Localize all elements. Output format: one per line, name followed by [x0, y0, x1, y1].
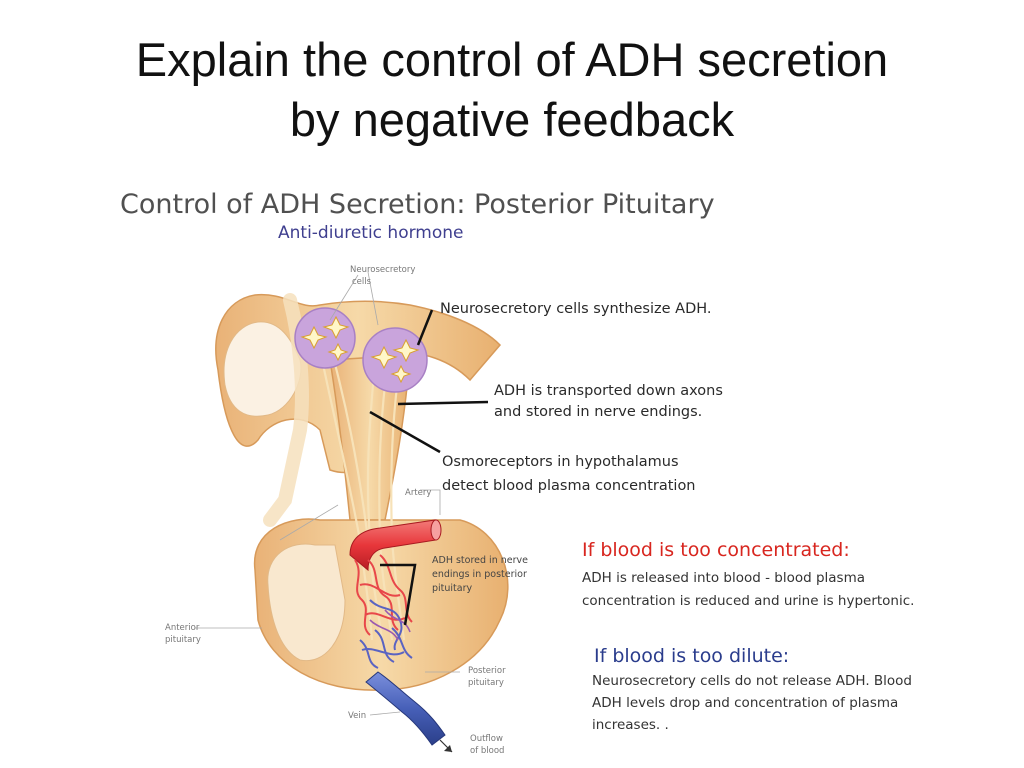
neurosecretory-cell-bodies [294, 307, 428, 393]
label-posterior-pituitary-1: Posterior [468, 666, 506, 676]
callout-osmoreceptors-line-2: detect blood plasma concentration [442, 478, 696, 494]
dilute-heading: If blood is too dilute: [594, 645, 789, 667]
concentrated-line-2: concentration is reduced and urine is hy… [582, 593, 914, 609]
label-posterior-pituitary-2: pituitary [468, 678, 504, 688]
concentrated-heading: If blood is too concentrated: [582, 539, 850, 561]
callout-transport-line-2: and stored in nerve endings. [494, 404, 702, 420]
label-adh-stored-1: ADH stored in nerve [432, 555, 528, 566]
slide-title-line-2: by negative feedback [289, 93, 735, 146]
callout-osmoreceptors-line-1: Osmoreceptors in hypothalamus [442, 454, 679, 470]
leader-lines [195, 271, 489, 716]
slide-title: Explain the control of ADH secretion by … [0, 30, 1024, 150]
concentrated-line-1: ADH is released into blood - blood plasm… [582, 570, 865, 586]
artery [349, 519, 442, 572]
label-vein: Vein [348, 711, 366, 721]
slide-title-line-1: Explain the control of ADH secretion [135, 33, 889, 86]
dilute-line-2: ADH levels drop and concentration of pla… [592, 695, 898, 711]
label-anterior-pituitary-1: Anterior [165, 623, 200, 633]
label-artery: Artery [405, 488, 431, 498]
label-outflow-2: of blood [470, 746, 504, 756]
label-anterior-pituitary-2: pituitary [165, 635, 201, 645]
vein [365, 671, 453, 753]
callout-transport-line-1: ADH is transported down axons [494, 383, 723, 399]
label-neurosecretory-cells-1: Neurosecretory [350, 265, 415, 275]
dilute-line-1: Neurosecretory cells do not release ADH.… [592, 673, 912, 689]
label-adh-stored-2: endings in posterior [432, 569, 527, 580]
dilute-line-3: increases. . [592, 717, 669, 733]
callout-synthesize: Neurosecretory cells synthesize ADH. [440, 301, 712, 317]
label-adh-stored-3: pituitary [432, 583, 473, 594]
figure-subtitle: Anti-diuretic hormone [278, 223, 464, 243]
label-neurosecretory-cells-2: cells [352, 277, 372, 287]
figure-title: Control of ADH Secretion: Posterior Pitu… [120, 189, 715, 220]
pituitary-gland [253, 518, 509, 691]
label-outflow-1: Outflow [470, 734, 503, 744]
